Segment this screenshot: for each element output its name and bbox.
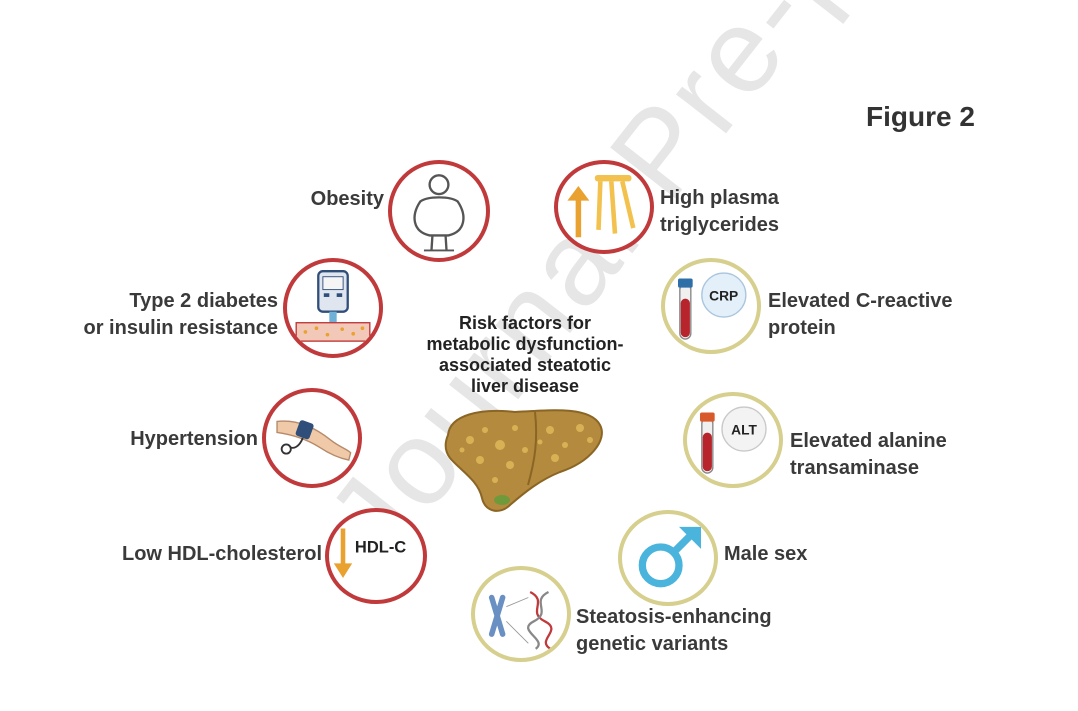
dna-chromosome-icon bbox=[471, 566, 571, 662]
label-line: or insulin resistance bbox=[83, 317, 278, 339]
alt-text: ALT bbox=[731, 423, 757, 438]
center-title-line: liver disease bbox=[470, 376, 580, 396]
center-title-line: associated steatotic bbox=[438, 355, 612, 375]
label-triglycerides: High plasma triglycerides bbox=[660, 185, 860, 239]
obesity-icon bbox=[388, 160, 490, 262]
label-line: Low HDL-cholesterol bbox=[121, 543, 322, 565]
glucometer-icon bbox=[283, 258, 383, 358]
crp-text: CRP bbox=[709, 289, 738, 304]
label-hypertension: Hypertension bbox=[100, 426, 258, 453]
label-line: High plasma bbox=[660, 187, 779, 209]
figure-label: Figure 2 bbox=[866, 101, 975, 132]
label-line: Steatosis-enhancing bbox=[576, 606, 772, 628]
label-crp: Elevated C-reactive protein bbox=[768, 288, 988, 342]
label-t2d: Type 2 diabetes or insulin resistance bbox=[40, 288, 278, 342]
center-title: Risk factors for metabolic dysfunction- … bbox=[405, 313, 645, 397]
label-line: triglycerides bbox=[660, 214, 779, 236]
label-line: Obesity bbox=[310, 188, 384, 210]
alt-blood-tube-icon: ALT bbox=[683, 392, 783, 488]
label-line: transaminase bbox=[790, 457, 919, 479]
label-hdl: Low HDL-cholesterol bbox=[70, 541, 322, 568]
triglycerides-icon bbox=[554, 160, 654, 254]
center-title-line: metabolic dysfunction- bbox=[426, 334, 624, 354]
label-alt: Elevated alanine transaminase bbox=[790, 428, 990, 482]
blood-pressure-cuff-icon bbox=[262, 388, 362, 488]
label-obesity: Obesity bbox=[250, 186, 384, 213]
label-line: Hypertension bbox=[130, 428, 258, 450]
label-line: genetic variants bbox=[576, 633, 729, 655]
label-line: Elevated C-reactive bbox=[768, 290, 953, 312]
label-line: Male sex bbox=[724, 543, 808, 565]
hdl-icon: HDL-C bbox=[325, 508, 427, 604]
crp-blood-tube-icon: CRP bbox=[661, 258, 761, 354]
label-genetic: Steatosis-enhancing genetic variants bbox=[576, 604, 816, 658]
label-line: protein bbox=[768, 317, 836, 339]
label-male: Male sex bbox=[724, 541, 864, 568]
liver-icon bbox=[440, 400, 610, 520]
male-symbol-icon bbox=[618, 510, 718, 606]
center-title-line: Risk factors for bbox=[458, 313, 592, 333]
label-line: Elevated alanine bbox=[790, 430, 947, 452]
label-line: Type 2 diabetes bbox=[129, 290, 278, 312]
hdl-c-text: HDL-C bbox=[355, 538, 406, 556]
